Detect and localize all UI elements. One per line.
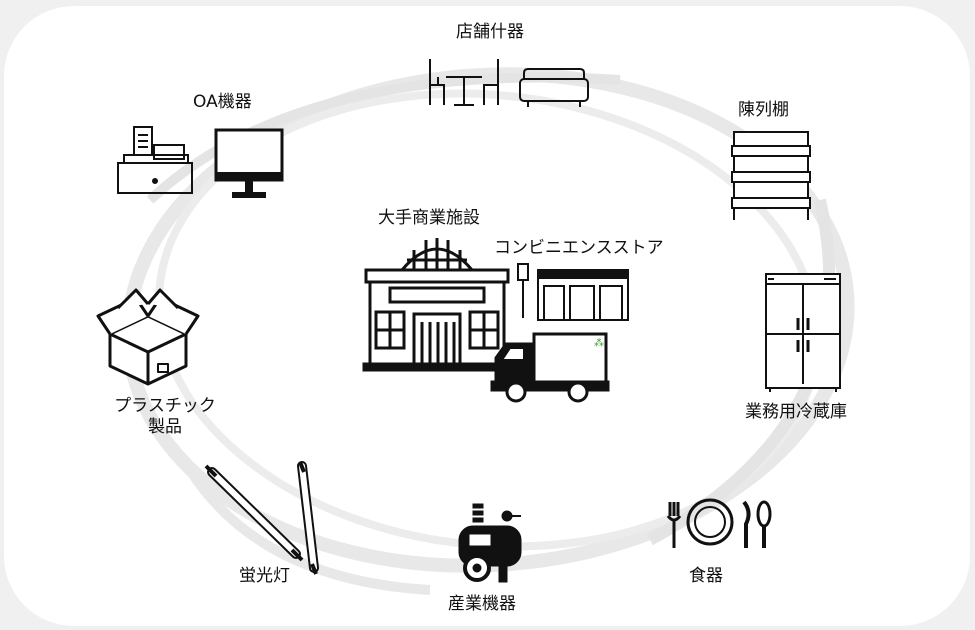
- label-industrial-machinery: 産業機器: [448, 594, 516, 614]
- label-store-fixtures: 店舗什器: [456, 22, 524, 42]
- delivery-truck-icon: ⁂: [490, 332, 610, 403]
- label-large-commercial: 大手商業施設: [378, 208, 480, 228]
- label-tableware: 食器: [689, 566, 723, 586]
- commercial-fridge-icon: [765, 273, 841, 392]
- label-oa-equipment: OA機器: [193, 92, 252, 112]
- shelf-icon: [731, 131, 811, 220]
- label-display-shelf: 陳列棚: [738, 100, 789, 120]
- label-commercial-fridge: 業務用冷蔵庫: [745, 402, 847, 422]
- label-plastic-products: プラスチック 製品: [104, 396, 226, 439]
- fluorescent-tubes-icon: [204, 461, 319, 575]
- label-fluorescent: 蛍光灯: [239, 566, 290, 586]
- monitor-icon: [214, 128, 284, 198]
- table-chairs-sofa-icon: [429, 59, 589, 107]
- svg-text:⁂: ⁂: [594, 337, 604, 349]
- generator-machine-icon: [458, 503, 522, 583]
- open-box-icon: [96, 288, 200, 386]
- cash-register-icon: [117, 126, 193, 194]
- label-plastic-line1: プラスチック: [114, 396, 216, 416]
- label-plastic-line2: 製品: [148, 417, 182, 438]
- commercial-building-icon: [362, 238, 512, 372]
- label-convenience-store: コンビニエンスストア: [494, 238, 664, 258]
- convenience-store-icon: [517, 263, 629, 321]
- plate-cutlery-icon: [666, 498, 772, 548]
